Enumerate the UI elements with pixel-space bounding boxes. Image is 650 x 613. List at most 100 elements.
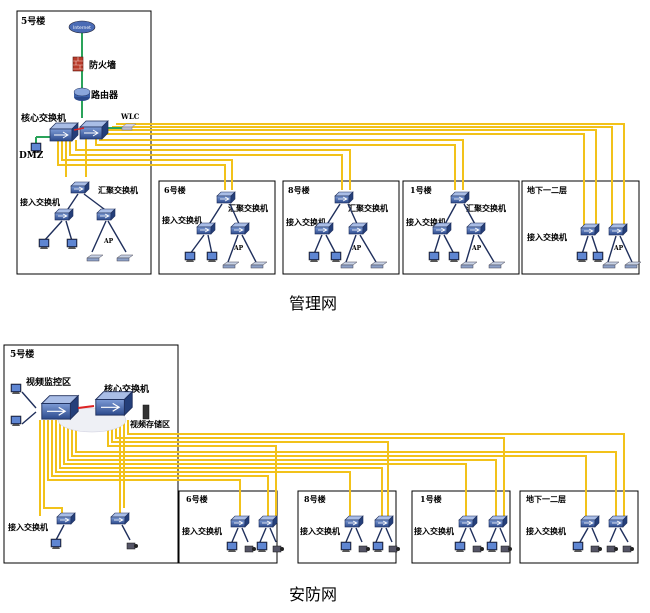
access-switch-icon [374,515,394,528]
building5-box-sec [3,344,179,564]
access-switch-icon [196,222,216,235]
pc-icon [576,251,588,263]
access-switch-icon [230,222,250,235]
access-switch-icon [608,515,628,528]
core-switch-icon [49,122,79,142]
pc-icon [454,541,466,553]
access-switch-icon [466,222,486,235]
monitor-pc-icon [10,383,22,395]
camera-icon [358,545,371,553]
core-switch-icon [95,391,133,416]
agg-label-b1: 汇聚交换机 [466,203,506,213]
core-interlink-sec [77,405,95,409]
pc-icon [428,251,440,263]
internet-cloud-icon: Internet [68,20,96,34]
agg-switch-icon [70,181,90,194]
access-switch-icon [608,223,628,236]
pc-icon [50,538,62,550]
pc-icon [308,251,320,263]
pc-icon [572,541,584,553]
pc-icon [372,541,384,553]
pc-icon [184,251,196,263]
access-switch-icon [458,515,478,528]
ap-label-b6: AP [233,245,244,252]
pc-icon [486,541,498,553]
building5-label-sec: 5号楼 [10,348,34,360]
building1-label-sec: 1号楼 [420,494,442,504]
video-storage-label: 视频存储区 [130,419,170,429]
basement-box-mgmt [521,180,640,275]
pc-icon [340,541,352,553]
access-switch-icon [344,515,364,528]
router-label: 路由器 [91,89,119,101]
router-icon [73,87,91,101]
firewall-icon [72,56,84,72]
access-label-b8: 接入交换机 [286,217,326,227]
access-switch-icon [230,515,250,528]
agg-label-b8: 汇聚交换机 [348,203,388,213]
building6-box-sec [178,490,278,564]
building8-label-sec: 8号楼 [304,494,326,504]
access-label-sec-basement: 接入交换机 [526,526,566,536]
wlc-label: WLC [120,112,140,121]
camera-icon [388,545,401,553]
access-switch-icon [580,515,600,528]
monitor-pc-icon [10,415,22,427]
agg-switch-label-b5: 汇聚交换机 [98,185,138,195]
core-switch-icon [79,120,109,140]
basement-label-mgmt: 地下一二层 [527,185,567,195]
ap-icon [340,261,358,269]
ap-icon [460,261,478,269]
access-label-basement: 接入交换机 [527,232,567,242]
firewall-label: 防火墙 [89,59,116,71]
access-switch-icon [54,208,74,221]
pc-icon [256,541,268,553]
building1-box-mgmt [402,180,520,275]
building5-box-mgmt [16,10,152,275]
camera-icon [126,542,139,550]
access-switch-label-b5: 接入交换机 [20,197,60,207]
agg-switch-icon [334,191,354,204]
camera-icon [606,545,619,553]
caption-sec: 安防网 [289,585,337,604]
pc-icon [226,541,238,553]
uplinks-sec [39,420,625,518]
basement-label-sec: 地下一二层 [526,494,566,504]
access-switch-icon [110,512,130,525]
camera-icon [472,545,485,553]
access-label-sec-b6: 接入交换机 [182,526,222,536]
building8-box-sec [297,490,397,564]
ap-icon [370,261,388,269]
access-label-sec-b1: 接入交换机 [414,526,454,536]
pc-icon [38,238,50,250]
core-interlink [73,127,85,131]
access-switch-icon [580,223,600,236]
uplinks-mgmt [57,123,625,226]
ap-icon [602,261,620,269]
ap-label-b5: AP [103,238,114,245]
ap-icon [488,261,506,269]
ap-icon [222,261,240,269]
dmz-label: DMZ [19,151,44,161]
camera-icon [244,545,257,553]
internet-label: Internet [73,25,91,31]
pc-icon [592,251,604,263]
ap-label-b8: AP [351,245,362,252]
building6-label-sec: 6号楼 [186,494,208,504]
ap-icon [116,254,134,262]
access-switch-icon [314,222,334,235]
agg-switch-icon [216,191,236,204]
access-switch-icon [348,222,368,235]
access-label-b6: 接入交换机 [162,215,202,225]
basement-box-sec [519,490,639,564]
video-monitor-label: 视频监控区 [26,376,71,388]
ap-label-b1: AP [471,245,482,252]
pc-icon [206,251,218,263]
pc-icon [66,238,78,250]
camera-icon [272,545,285,553]
pc-icon [448,251,460,263]
access-switch-icon [432,222,452,235]
storage-icon [142,404,150,420]
access-switch-icon [56,512,76,525]
